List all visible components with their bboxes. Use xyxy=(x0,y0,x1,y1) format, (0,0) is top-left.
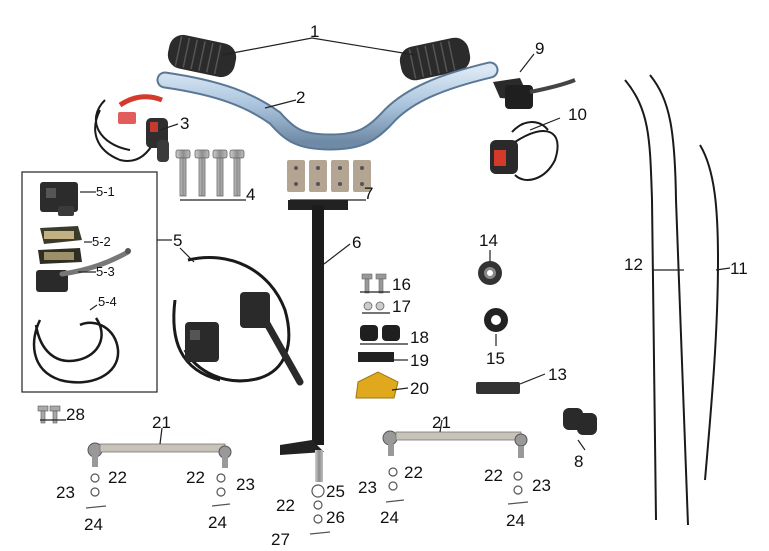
leader-3 xyxy=(159,123,179,131)
brake-hose xyxy=(32,317,120,384)
callout-3: 3 xyxy=(180,114,189,133)
cotter-pins xyxy=(85,499,529,509)
callout-26: 26 xyxy=(326,508,345,527)
callout-23-a: 23 xyxy=(56,483,75,502)
gold-bracket xyxy=(355,371,399,399)
callout-22-a: 22 xyxy=(108,468,127,487)
stem-cotter-pin xyxy=(309,531,331,535)
callout-23-d: 23 xyxy=(532,476,551,495)
leader-2 xyxy=(264,99,297,109)
right-grip xyxy=(399,37,471,81)
callout-7: 7 xyxy=(364,184,373,203)
callout-22-b: 22 xyxy=(186,468,205,487)
rubber-boots xyxy=(563,408,597,435)
nuts xyxy=(363,301,385,311)
callout-10: 10 xyxy=(568,105,587,124)
bolt-set xyxy=(175,149,245,197)
callout-22-d: 22 xyxy=(484,466,503,485)
bushings xyxy=(360,325,400,341)
left-grip xyxy=(167,34,237,78)
brake-assembly xyxy=(172,255,304,386)
handlebar-switch xyxy=(490,121,559,181)
steering-stem xyxy=(280,200,348,482)
leader-6 xyxy=(323,243,351,265)
leader-13 xyxy=(519,373,546,385)
callout-24-d: 24 xyxy=(506,511,525,530)
leader-11 xyxy=(715,267,731,271)
oil-seal xyxy=(484,308,508,332)
callout-28: 28 xyxy=(66,405,85,424)
callout-8: 8 xyxy=(574,452,583,471)
callout-5: 5 xyxy=(173,231,182,250)
clutch-lever xyxy=(493,78,576,109)
tie-rod-bolts xyxy=(37,405,61,424)
leader-10 xyxy=(529,117,561,131)
callout-25: 25 xyxy=(326,482,345,501)
connector-block xyxy=(476,382,520,394)
callout-5-4: 5-4 xyxy=(98,294,117,309)
callout-22-e: 22 xyxy=(276,496,295,515)
callout-5-2: 5-2 xyxy=(92,234,111,249)
callout-1: 1 xyxy=(310,22,319,41)
callout-13: 13 xyxy=(548,365,567,384)
callout-23-b: 23 xyxy=(236,475,255,494)
callout-24-c: 24 xyxy=(380,508,399,527)
callout-2: 2 xyxy=(296,88,305,107)
tie-rod-right xyxy=(382,430,528,458)
callout-15: 15 xyxy=(486,349,505,368)
callout-27: 27 xyxy=(271,530,290,549)
throttle-cables xyxy=(624,74,720,526)
callout-22-c: 22 xyxy=(404,463,423,482)
callout-21-left: 21 xyxy=(152,413,171,432)
leader-9 xyxy=(519,53,535,73)
stem-plate xyxy=(358,352,394,362)
tie-rod-left xyxy=(87,442,232,468)
throttle-switch xyxy=(94,94,169,162)
callout-24-b: 24 xyxy=(208,513,227,532)
callout-6: 6 xyxy=(352,233,361,252)
callout-14: 14 xyxy=(479,231,498,250)
brake-pads xyxy=(38,226,82,264)
callout-12: 12 xyxy=(624,255,643,274)
callout-9: 9 xyxy=(535,39,544,58)
callout-17: 17 xyxy=(392,297,411,316)
callout-19: 19 xyxy=(410,351,429,370)
leader-1 xyxy=(221,37,416,56)
callout-16: 16 xyxy=(392,275,411,294)
callout-4: 4 xyxy=(246,185,255,204)
callout-11: 11 xyxy=(730,259,748,278)
small-bolts xyxy=(361,273,387,294)
brake-lever xyxy=(36,248,131,292)
bearing xyxy=(478,261,502,285)
stem-nuts xyxy=(311,484,325,524)
callout-5-1: 5-1 xyxy=(96,184,115,199)
callout-20: 20 xyxy=(410,379,429,398)
bar-clamps xyxy=(287,160,371,192)
brake-kit-box xyxy=(21,171,158,393)
leader-5 xyxy=(179,247,195,263)
castle-nuts-and-washers xyxy=(90,467,523,497)
brake-caliper xyxy=(40,182,78,216)
callout-23-c: 23 xyxy=(358,478,377,497)
callout-24-a: 24 xyxy=(84,515,103,534)
callout-5-3: 5-3 xyxy=(96,264,115,279)
callout-18: 18 xyxy=(410,328,429,347)
callout-21-right: 21 xyxy=(432,413,451,432)
